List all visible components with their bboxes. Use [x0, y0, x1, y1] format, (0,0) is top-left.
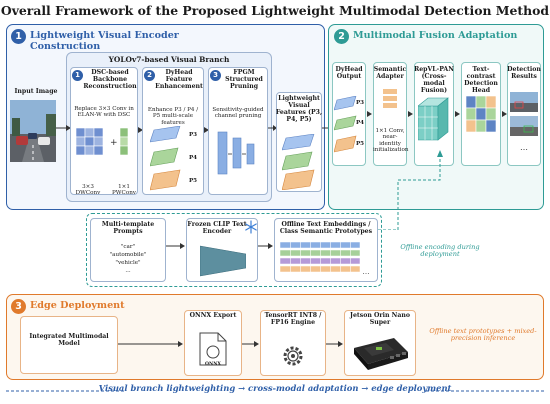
embeddings-rows-icon: … [280, 242, 370, 276]
section3-number: 3 [11, 299, 26, 314]
prompt-word-more: ... [125, 268, 131, 274]
section1-title: Lightweight Visual Encoder Construction [30, 30, 179, 52]
arrow-dsc-to-dyhead [138, 127, 143, 133]
footer-caption: Visual branch lightweighting → cross-mod… [98, 383, 452, 393]
fpgm-number: 3 [210, 70, 221, 81]
semantic-adapter-desc: 1×1 Conv, near-identity initialization [373, 128, 409, 153]
text-to-fusion-connector [378, 150, 443, 230]
section1-number: 1 [11, 29, 26, 44]
arrow-input-to-dsc [56, 125, 71, 131]
dsc-conv-grids-icon: + [76, 128, 129, 156]
dyhead-feature-maps-icon [150, 126, 181, 191]
onnx-title: ONNX Export [189, 312, 237, 319]
fpgm-pruning-icon [217, 131, 255, 175]
fpgm-desc: Sensitivity-guided channel pruning [212, 107, 264, 120]
fusion-dyhead-title: DyHead Output [335, 66, 363, 80]
fusion-p4-label: P4 [355, 120, 365, 126]
semantic-adapter-title: Semantic Adapter [373, 66, 407, 80]
clip-title: Frozen CLIP Text Encoder [187, 221, 247, 235]
text-contrast-head-title: Text-contrast Detection Head [464, 66, 498, 94]
onnx-badge-label: ONNX [205, 362, 221, 367]
section2-title: Multimodal Fusion Adaptation [353, 30, 518, 41]
repvl-cube-icon [418, 97, 449, 141]
dyhead-number: 2 [144, 70, 155, 81]
fusion-feature-maps-icon [334, 96, 357, 153]
input-image-photo [10, 100, 56, 162]
arrow-tensorrt-to-jetson [326, 341, 343, 347]
repvl-pan-title: RepVL-PAN (Cross-modal Fusion) [414, 66, 454, 94]
edge-note: Offline text prototypes + mixed-precisio… [429, 327, 537, 343]
dsc-desc: Replace 3×3 Conv in ELAN-W with DSC [74, 106, 134, 119]
clip-encoder-icon [200, 245, 246, 277]
prompts-title: Multi-template Prompts [101, 221, 155, 235]
text-contrast-grid-icon [466, 96, 496, 133]
visual-features-maps-icon [282, 134, 315, 190]
arrow-clip-to-embeddings [258, 243, 273, 249]
dsc-title: DSC-based Backbone Reconstruction [83, 69, 137, 90]
fusion-p3-label: P3 [355, 100, 365, 106]
input-image-label: Input Image [14, 88, 58, 95]
prompt-word-car: "car" [120, 244, 136, 250]
onnx-file-icon [199, 332, 227, 366]
offline-encoding-note: Offline encoding during deployment [400, 243, 480, 259]
dyhead-p4-label: P4 [188, 155, 198, 161]
text-branch-box [86, 213, 382, 287]
arrow-prompts-to-clip [166, 243, 185, 249]
visual-features-title: Lightweight Visual Features (P3, P4, P5) [275, 95, 323, 123]
detection-results-title: Detection Results [507, 66, 541, 80]
dsc-dw-label: 3×3 DWConv [75, 184, 101, 197]
prompt-word-automobile: "automobile" [109, 252, 147, 258]
svg-text:…: … [520, 143, 528, 152]
dsc-number: 1 [72, 70, 83, 81]
arrow-adapter-to-repvl [408, 111, 413, 117]
svg-text:…: … [363, 268, 370, 276]
section2-number: 2 [334, 29, 349, 44]
arrow-model-to-onnx [118, 341, 183, 347]
tensorrt-gear-icon [283, 346, 303, 366]
fusion-p5-label: P5 [355, 141, 365, 147]
dsc-pw-label: 1×1 PWConv [112, 184, 136, 197]
detection-results-card [507, 62, 541, 166]
svg-text:+: + [110, 138, 118, 148]
snowflake-icon [245, 220, 257, 234]
arrow-fpgm-to-output [268, 125, 277, 131]
fpgm-title: FPGM Structured Pruning [225, 69, 263, 90]
section3-title: Edge Deployment [30, 300, 125, 311]
prompts-card [90, 218, 166, 282]
arrow-head-to-results [502, 111, 507, 117]
arrow-repvl-to-head [455, 111, 460, 117]
adapter-stack-icon [383, 89, 397, 108]
dyhead-p5-label: P5 [188, 178, 198, 184]
dyhead-desc: Enhance P3 / P4 / P5 multi-scale feature… [147, 107, 199, 126]
arrow-onnx-to-tensorrt [242, 341, 259, 347]
branch-title: YOLOv7-based Visual Branch [108, 55, 230, 64]
page-title: Overall Framework of the Proposed Lightw… [0, 3, 550, 18]
arrow-dyhead-to-fpgm [204, 127, 209, 133]
tensorrt-title: TensorRT INT8 / FP16 Engine [264, 312, 322, 326]
integrated-model-title: Integrated Multimodal Model [29, 333, 109, 347]
jetson-board-icon [354, 338, 408, 370]
jetson-title: Jetson Orin Nano Super [350, 312, 410, 326]
embeddings-title: Offline Text Embeddings / Class Semantic… [279, 221, 373, 235]
detection-results-photos: … [510, 92, 538, 152]
semantic-adapter-card [373, 62, 407, 166]
dyhead-title: DyHead Feature Enhancement [155, 69, 203, 90]
prompt-word-vehicle: "vehicle" [115, 260, 141, 266]
dyhead-p3-label: P3 [188, 132, 198, 138]
arrow-dyhead-to-adapter [367, 111, 372, 117]
integrated-model-card [20, 316, 118, 374]
